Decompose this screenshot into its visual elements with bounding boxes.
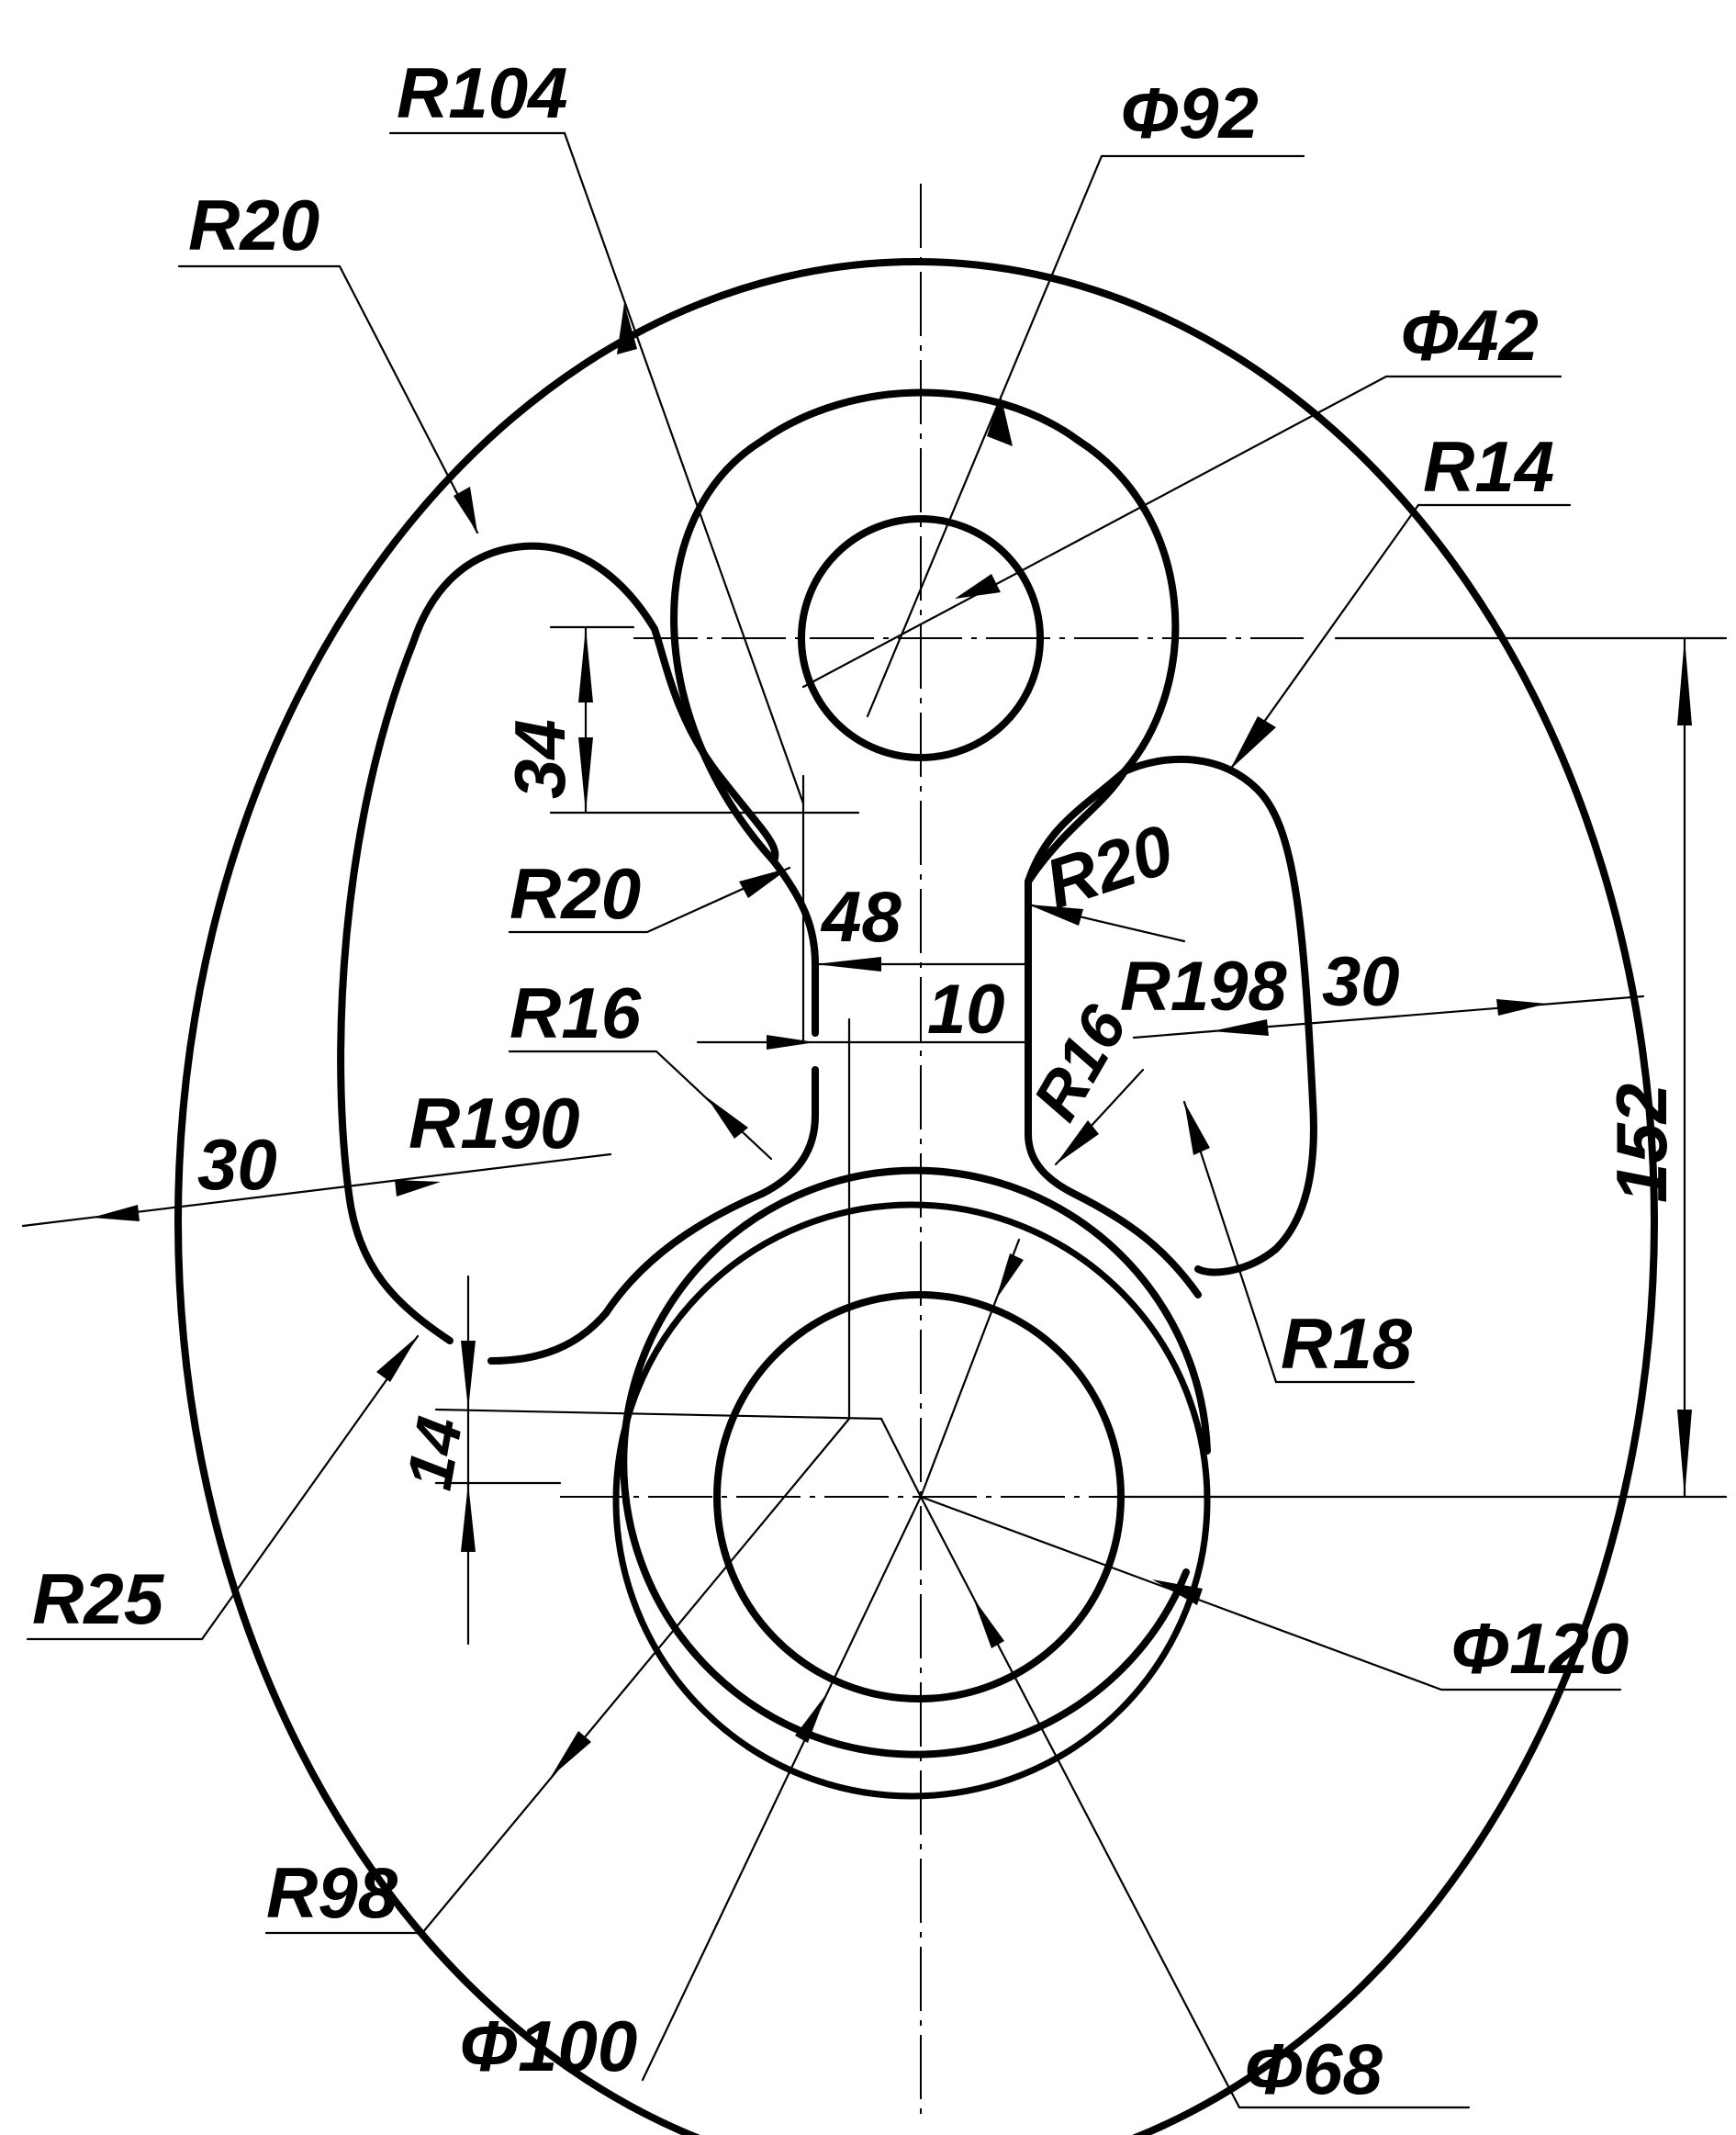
label-phi120: Φ120 <box>1450 1608 1629 1689</box>
dim10-arrow-left <box>815 957 881 972</box>
phi92-leader <box>866 154 1305 718</box>
dim34-arrow-bottom <box>578 737 593 813</box>
dimension-labels: R104 Φ92 R20 Φ42 R14 34 R20 48 R20 R198 … <box>32 52 1682 2109</box>
dimension-lines <box>21 131 1728 2109</box>
label-dim30-right: 30 <box>1322 943 1400 1021</box>
part-outline <box>174 258 1658 2135</box>
upper-boss-arc <box>670 388 1180 865</box>
dim30-right-arrow2 <box>1496 999 1547 1016</box>
r14-arrow <box>1230 716 1276 770</box>
dim30-left-arrow <box>92 1205 140 1221</box>
label-phi42: Φ42 <box>1400 295 1539 376</box>
phi92-arrow <box>987 395 1013 446</box>
label-r190: R190 <box>409 1083 579 1163</box>
label-r104: R104 <box>397 52 567 133</box>
phi42-leader <box>801 375 1562 689</box>
r16-right-arrow <box>1056 1120 1099 1164</box>
label-r98: R98 <box>266 1852 398 1933</box>
r14-leader <box>1228 503 1572 771</box>
r98-ring <box>612 1201 1211 1800</box>
dim152-arrow-top <box>1677 638 1692 725</box>
r25-leader <box>26 1334 420 1641</box>
center-lines <box>560 184 1304 2121</box>
neck-left-lower <box>602 1066 819 1317</box>
r104-leader <box>388 131 805 805</box>
r18-arrow <box>1184 1102 1210 1155</box>
label-phi68: Φ68 <box>1244 2028 1383 2109</box>
label-r198: R198 <box>1120 948 1287 1026</box>
right-slot <box>1025 755 1317 1276</box>
left-slot <box>337 542 779 1344</box>
r20-top-arrow <box>454 487 477 533</box>
label-r20-top-left: R20 <box>188 185 319 265</box>
dim10b-arrow <box>767 1035 815 1050</box>
phi100-arrow <box>795 1694 826 1743</box>
phi68-leader <box>919 1495 1471 2109</box>
dim14-ext-top <box>434 1408 883 1421</box>
left-slot-bottom <box>487 1309 610 1365</box>
label-r18: R18 <box>1281 1303 1413 1384</box>
label-r16-left: R16 <box>510 972 642 1053</box>
label-dim34: 34 <box>499 719 580 799</box>
label-dim30-left: 30 <box>197 1124 277 1205</box>
phi120-upper-arrow <box>996 1253 1024 1299</box>
dim30-right-arrow <box>1212 1019 1269 1036</box>
outer-boundary <box>174 258 1658 2135</box>
dim14-arrow-top <box>461 1341 476 1410</box>
phi42-arrow <box>955 574 1001 599</box>
r98-arrow <box>551 1731 591 1777</box>
phi42-bore <box>798 515 1044 761</box>
label-phi92: Φ92 <box>1120 73 1259 153</box>
label-r25: R25 <box>32 1558 165 1639</box>
dim14-arrow-bottom <box>461 1483 476 1552</box>
dim34-arrow-top <box>578 627 593 702</box>
r25-arrow <box>376 1336 418 1382</box>
phi68-arrow <box>973 1598 1004 1648</box>
label-r14: R14 <box>1423 426 1554 507</box>
r20-top-leader <box>177 264 479 534</box>
r16-left-arrow <box>707 1097 748 1139</box>
label-r20-mid-left: R20 <box>510 853 641 934</box>
label-phi100: Φ100 <box>459 2006 637 2086</box>
phi120-arrow <box>1152 1579 1203 1605</box>
label-dim14: 14 <box>393 1411 476 1494</box>
phi100-leader <box>641 1495 923 2082</box>
label-dim48: 48 <box>820 876 902 957</box>
dim152-arrow-bottom <box>1677 1410 1692 1497</box>
r20-mid-arrow <box>739 868 790 898</box>
phi120-leader <box>919 1495 1622 1691</box>
r20-mid-leader <box>508 866 791 934</box>
r98-leader <box>264 1417 851 1935</box>
label-dim152: 152 <box>1601 1084 1682 1203</box>
neck-left <box>770 858 819 1037</box>
r18-leader <box>1182 1100 1416 1384</box>
neck-right <box>1025 768 1202 1298</box>
phi68-ref-line <box>879 1417 923 1499</box>
r20-right-arrow <box>1028 905 1083 926</box>
r190-arrow <box>395 1180 441 1197</box>
r104-arrow <box>617 303 637 354</box>
label-dim10: 10 <box>927 971 1005 1049</box>
